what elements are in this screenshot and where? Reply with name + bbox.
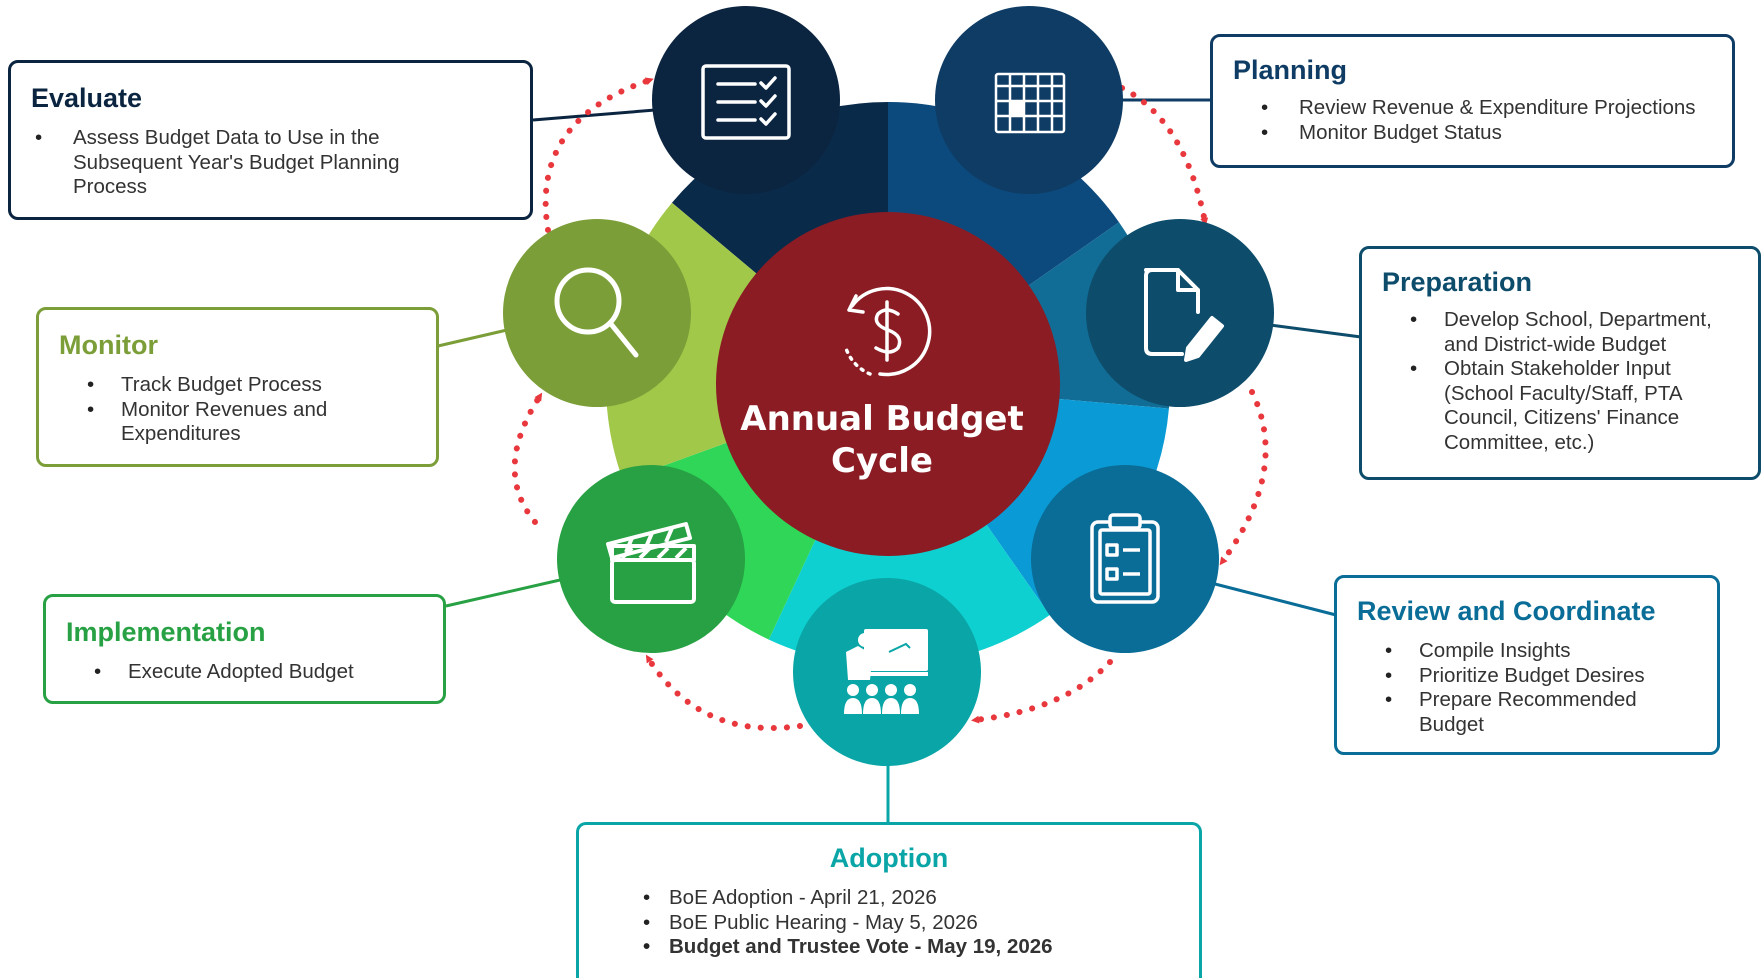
stage-circle-implementation [557,465,745,653]
implementation-box: Implementation Execute Adopted Budget [43,594,446,704]
connector-monitor [437,328,508,348]
center-hub: Annual Budget Cycle [716,212,1060,556]
list-item: Execute Adopted Budget [90,660,423,685]
evaluate-list: Assess Budget Data to Use in the Subsequ… [31,126,431,200]
stage-circle-adoption [793,578,981,766]
list-item: Review Revenue & Expenditure Projections [1257,96,1712,121]
arrow-adoption-to-implementation [511,392,543,525]
clapperboard-icon [606,522,696,604]
list-item: Monitor Budget Status [1257,121,1712,146]
center-title-line2: Cycle [831,441,933,481]
stage-circle-monitor [503,219,691,407]
list-item: Budget and Trustee Vote - May 19, 2026 [639,935,1179,960]
adoption-title: Adoption [829,843,949,873]
stage-circle-review [1031,465,1219,653]
list-item: Assess Budget Data to Use in the Subsequ… [31,126,431,200]
evaluate-title: Evaluate [31,83,143,113]
arrow-evaluate-to-planning [1119,85,1209,226]
arrow-planning-to-preparation [1219,389,1269,566]
preparation-box: Preparation Develop School, Department, … [1359,246,1761,480]
list-item: Prepare Recommended Budget [1381,688,1659,737]
implementation-list: Execute Adopted Budget [90,660,423,685]
connector-review [1214,582,1337,617]
list-item: BoE Adoption - April 21, 2026 [639,886,1179,911]
review-list: Compile Insights Prioritize Budget Desir… [1381,639,1703,737]
evaluate-box: Evaluate Assess Budget Data to Use in th… [8,60,533,220]
planning-list: Review Revenue & Expenditure Projections… [1257,96,1712,145]
connector-preparation [1269,323,1362,339]
monitor-title: Monitor [59,330,158,360]
review-title: Review and Coordinate [1357,596,1656,626]
stage-circle-evaluate [652,6,840,194]
review-box: Review and Coordinate Compile Insights P… [1334,575,1720,755]
implementation-title: Implementation [66,617,266,647]
preparation-title: Preparation [1382,267,1533,297]
list-item: Develop School, Department, and District… [1406,308,1726,357]
document-edit-icon [1144,268,1224,362]
clipboard-icon [1090,513,1160,604]
list-item: Track Budget Process [83,373,416,398]
planning-box: Planning Review Revenue & Expenditure Pr… [1210,34,1735,168]
presentation-icon [844,629,928,714]
magnifier-icon [554,267,639,358]
arrow-implementation-to-monitor [542,77,654,233]
monitor-list: Track Budget Process Monitor Revenues an… [83,373,416,447]
adoption-list: BoE Adoption - April 21, 2026 BoE Public… [639,886,1179,960]
planning-title: Planning [1233,55,1347,85]
dollar-cycle-icon [843,286,932,377]
cycle-arrows [511,77,1269,732]
stage-circle-preparation [1086,219,1274,407]
checklist-icon [701,64,791,140]
arrow-review-to-adoption [645,654,803,732]
list-item: Monitor Revenues and Expenditures [83,398,351,447]
monitor-box: Monitor Track Budget Process Monitor Rev… [36,307,439,467]
list-item: BoE Public Hearing - May 5, 2026 [639,911,1179,936]
list-item: Prioritize Budget Desires [1381,664,1703,689]
list-item: Obtain Stakeholder Input (School Faculty… [1406,357,1726,455]
center-title-line1: Annual Budget [740,399,1023,439]
arrow-preparation-to-review [971,659,1113,724]
adoption-box: Adoption BoE Adoption - April 21, 2026 B… [576,822,1202,978]
calendar-grid-icon [994,72,1066,134]
preparation-list: Develop School, Department, and District… [1406,308,1748,455]
list-item: Compile Insights [1381,639,1703,664]
connector-implementation [445,578,561,608]
stage-circle-planning [935,6,1123,194]
